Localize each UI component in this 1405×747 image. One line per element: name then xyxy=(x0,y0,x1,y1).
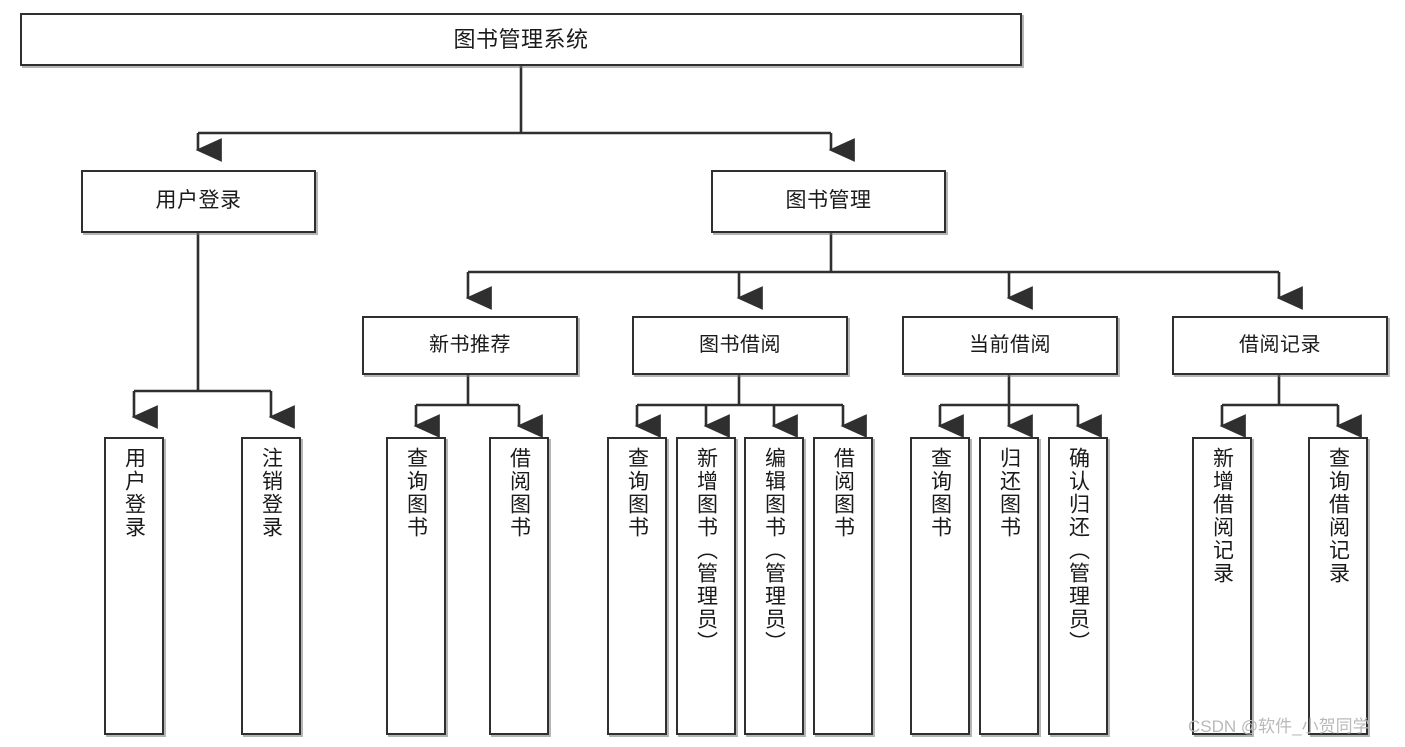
leaf-borrow-record-1[interactable]: 查询借阅记录 xyxy=(1308,437,1368,735)
node-label: 查询图书 xyxy=(404,447,428,539)
leaf-borrow-record-0[interactable]: 新增借阅记录 xyxy=(1192,437,1252,735)
node-label: 注销登录 xyxy=(259,447,283,539)
node-label: 归还图书 xyxy=(997,447,1021,539)
leaf-book-borrow-2[interactable]: 编辑图书（管理员） xyxy=(744,437,804,735)
leaf-current-borrow-0[interactable]: 查询图书 xyxy=(910,437,970,735)
leaf-book-borrow-0[interactable]: 查询图书 xyxy=(607,437,667,735)
node-new-book-recommend[interactable]: 新书推荐 xyxy=(362,316,578,375)
node-label: 确认归还（管理员） xyxy=(1066,447,1090,654)
node-label: 图书管理 xyxy=(785,189,872,213)
node-label: 新书推荐 xyxy=(429,333,511,356)
node-label: 图书借阅 xyxy=(699,333,781,356)
node-label: 查询图书 xyxy=(625,447,649,539)
node-label: 借阅图书 xyxy=(507,447,531,539)
leaf-user-login-0[interactable]: 用户登录 xyxy=(104,437,164,735)
node-root-book-management-system[interactable]: 图书管理系统 xyxy=(20,13,1022,66)
node-borrow-record[interactable]: 借阅记录 xyxy=(1172,316,1388,375)
node-book-management[interactable]: 图书管理 xyxy=(711,170,946,233)
node-label: 编辑图书（管理员） xyxy=(762,447,786,654)
csdn-watermark: CSDN @软件_小贺同学 xyxy=(1188,717,1370,736)
leaf-new-book-recommend-1[interactable]: 借阅图书 xyxy=(489,437,549,735)
node-label: 借阅记录 xyxy=(1239,333,1321,356)
node-user-login[interactable]: 用户登录 xyxy=(81,170,316,233)
node-label: 用户登录 xyxy=(122,447,146,539)
node-label: 当前借阅 xyxy=(969,333,1051,356)
node-label: 借阅图书 xyxy=(831,447,855,539)
leaf-current-borrow-2[interactable]: 确认归还（管理员） xyxy=(1048,437,1108,735)
leaf-new-book-recommend-0[interactable]: 查询图书 xyxy=(386,437,446,735)
node-label: 新增图书（管理员） xyxy=(694,447,718,654)
node-label: 新增借阅记录 xyxy=(1210,447,1234,585)
node-label: 查询图书 xyxy=(928,447,952,539)
node-label: 图书管理系统 xyxy=(453,26,589,52)
node-current-borrow[interactable]: 当前借阅 xyxy=(902,316,1118,375)
node-label: 查询借阅记录 xyxy=(1326,447,1350,585)
leaf-book-borrow-3[interactable]: 借阅图书 xyxy=(813,437,873,735)
node-book-borrow[interactable]: 图书借阅 xyxy=(632,316,848,375)
leaf-book-borrow-1[interactable]: 新增图书（管理员） xyxy=(676,437,736,735)
leaf-user-login-1[interactable]: 注销登录 xyxy=(241,437,301,735)
leaf-current-borrow-1[interactable]: 归还图书 xyxy=(979,437,1039,735)
node-label: 用户登录 xyxy=(155,189,242,213)
